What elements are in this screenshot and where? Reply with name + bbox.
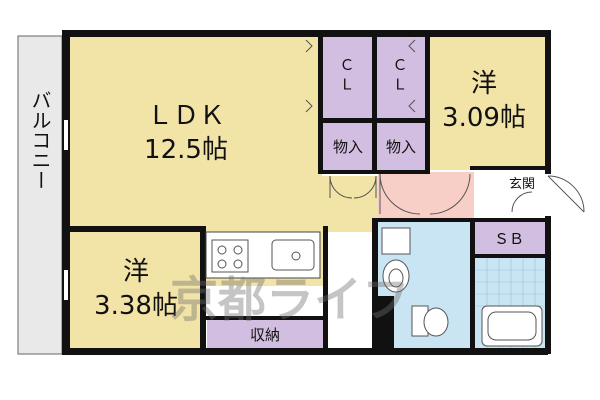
balcony-label: バルコニー — [28, 90, 52, 190]
balcony — [17, 35, 63, 355]
ldk-floor — [68, 36, 378, 232]
bathtub-fixture — [481, 305, 543, 347]
closet-storage-2-label: 物入 — [386, 138, 416, 156]
hallway — [378, 172, 474, 220]
kitchen-counter — [205, 231, 321, 279]
west-room-1 — [428, 36, 548, 170]
west-room-1-name: 洋 — [471, 69, 497, 99]
ldk-size: 12.5帖 — [144, 135, 228, 165]
closet-cl-2 — [377, 36, 427, 118]
closet-cl-2-label: ＣＬ — [392, 56, 407, 94]
walls — [62, 30, 551, 355]
closet-cl-1 — [322, 36, 372, 118]
shoe-box-label: ＳＢ — [494, 230, 524, 248]
west-room-2 — [68, 232, 205, 350]
door-swings — [305, 39, 585, 215]
closet-cl-1-label: ＣＬ — [339, 56, 354, 94]
sink-fixture — [381, 227, 411, 293]
entrance-label: 玄関 — [509, 177, 535, 192]
shoe-box — [473, 222, 545, 254]
west-room-1-size: 3.09帖 — [442, 103, 526, 133]
west-room-2-size: 3.38帖 — [94, 291, 178, 321]
toilet-fixture — [411, 305, 449, 337]
balcony-windows — [64, 120, 68, 300]
closet-storage-1 — [322, 122, 372, 172]
watermark-logo: 京都ライフ — [170, 272, 410, 328]
closet-storage-1-label: 物入 — [333, 138, 363, 156]
storage-label: 収納 — [250, 326, 280, 344]
storage-area — [207, 320, 323, 350]
ldk-name: ＬＤＫ — [147, 101, 225, 131]
closet-storage-2 — [377, 122, 427, 172]
west-room-2-name: 洋 — [123, 257, 149, 287]
entrance-floor — [474, 170, 548, 218]
